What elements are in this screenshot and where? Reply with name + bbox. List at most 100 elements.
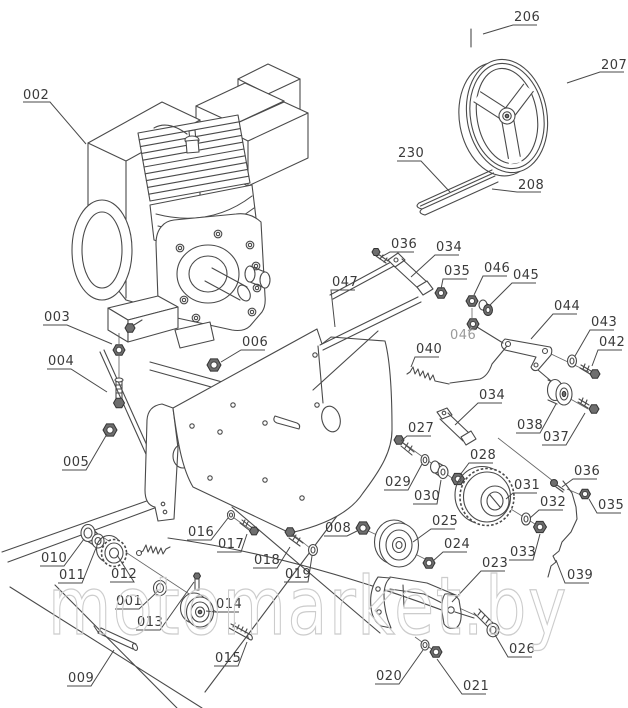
leader-line-021 [436, 658, 486, 695]
leader-line-046 [467, 326, 473, 332]
part-label-013: 013 [137, 615, 163, 630]
bushing-030 [429, 460, 449, 480]
axle-rod-009 [93, 625, 139, 651]
leader-line-008 [324, 530, 358, 537]
leader-line-034 [410, 254, 459, 278]
part-label-037: 037 [543, 430, 569, 445]
part-label-016: 016 [188, 525, 214, 540]
bolt-004 [112, 377, 126, 409]
drive-pulley-wheel-207 [458, 58, 549, 177]
leader-line-026 [493, 632, 532, 658]
leader-line-016 [187, 517, 229, 541]
strap-034-upper [387, 252, 434, 296]
part-label-036: 036 [574, 464, 600, 479]
leader-line-020 [375, 649, 424, 685]
leader-line-045 [489, 282, 536, 306]
part-label-023: 023 [482, 556, 508, 571]
leader-line-012 [110, 554, 135, 583]
leader-line-208 [491, 188, 541, 193]
part-label-017: 017 [218, 537, 244, 552]
leader-line-011 [58, 547, 97, 584]
part-label-026: 026 [509, 642, 535, 657]
leader-line-038 [516, 403, 557, 434]
watermark-text: motomarket.by [48, 560, 568, 653]
nut-033 [532, 520, 548, 534]
part-label-009: 009 [68, 671, 94, 686]
bolt-027 [393, 435, 415, 456]
washer-020 [420, 639, 430, 651]
part-label-035: 035 [444, 264, 470, 279]
part-label-230: 230 [398, 146, 424, 161]
leader-line-027 [400, 435, 431, 442]
leader-line-013 [136, 581, 195, 631]
leader-line-207 [566, 71, 624, 84]
nut-003 [112, 344, 126, 356]
leader-line-032 [529, 509, 563, 519]
leader-line-002 [23, 101, 87, 145]
leader-line-047 [330, 289, 355, 328]
part-label-207: 207 [601, 58, 627, 73]
part-label-024: 024 [444, 537, 470, 552]
leader-line-040 [410, 356, 439, 368]
part-label-034: 034 [479, 388, 505, 403]
part-label-047: 047 [332, 275, 358, 290]
part-label-035: 035 [598, 498, 624, 513]
leader-line-024 [432, 551, 467, 562]
engine-pulley-014 [179, 592, 215, 628]
nut-035-upper [434, 287, 448, 299]
part-label-039: 039 [567, 568, 593, 583]
part-label-045: 045 [513, 268, 539, 283]
leader-line-030 [413, 479, 442, 505]
rod-015 [228, 622, 253, 641]
part-label-029: 029 [385, 475, 411, 490]
leader-line-025 [412, 528, 455, 543]
leader-line-028 [459, 462, 493, 476]
part-label-046: 046 [450, 328, 476, 343]
collar-010-011 [80, 523, 105, 549]
pin-001 [192, 572, 202, 591]
part-label-005: 005 [63, 455, 89, 470]
leader-line-039 [555, 559, 589, 584]
part-label-038: 038 [517, 418, 543, 433]
leader-line-017 [217, 533, 248, 553]
tension-lever-044 [449, 326, 553, 384]
part-label-010: 010 [41, 551, 67, 566]
leader-line-018 [253, 546, 291, 569]
part-label-030: 030 [414, 489, 440, 504]
part-label-001: 001 [116, 594, 142, 609]
leader-line-015 [214, 641, 248, 667]
leader-line-029 [384, 463, 423, 491]
v-belt-230-208 [416, 169, 499, 216]
part-label-033: 033 [510, 545, 536, 560]
nut-008 [355, 521, 371, 535]
part-label-012: 012 [111, 567, 137, 582]
leader-line-035 [588, 498, 621, 514]
engine-assembly [71, 63, 309, 379]
leader-line-031 [505, 492, 537, 500]
leader-line-001 [115, 591, 158, 610]
spring-040 [406, 366, 450, 385]
part-label-036: 036 [391, 237, 417, 252]
leader-line-014 [205, 610, 239, 613]
washer-043 [566, 354, 578, 368]
part-label-004: 004 [48, 354, 74, 369]
part-label-046: 046 [484, 261, 510, 276]
bolt-037 [577, 397, 600, 414]
spark-plug [153, 124, 200, 154]
nut-046-upper [465, 295, 479, 307]
nut-035-lower [578, 488, 592, 500]
leader-line-006 [220, 349, 265, 363]
part-label-003: 003 [44, 310, 70, 325]
part-label-043: 043 [591, 315, 617, 330]
idler-roller-038 [546, 378, 573, 406]
leader-line-046 [473, 275, 507, 296]
strap-034-lower [436, 407, 477, 446]
part-label-042: 042 [599, 335, 625, 350]
nut-005 [102, 423, 118, 437]
leader-line-042 [591, 349, 622, 367]
leader-line-036 [561, 478, 597, 488]
part-label-020: 020 [376, 669, 402, 684]
engine-base [107, 295, 215, 349]
big-gear-031 [454, 465, 515, 527]
leader-line-034 [454, 402, 502, 426]
